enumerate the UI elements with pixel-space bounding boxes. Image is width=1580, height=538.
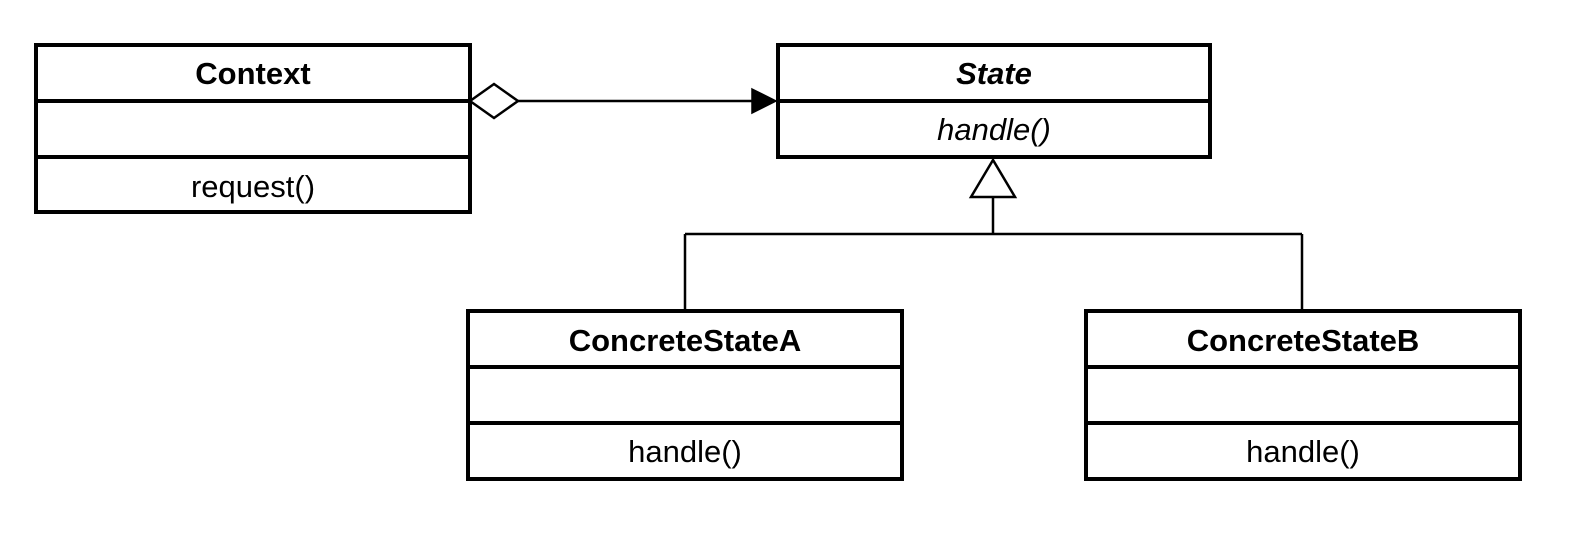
concrete-state-b-operation: handle() — [1246, 434, 1360, 469]
state-class-name: State — [956, 56, 1032, 91]
context-class[interactable]: Context request() — [34, 43, 472, 214]
generalization-triangle-icon — [968, 157, 1018, 199]
state-operation: handle() — [937, 112, 1051, 147]
context-class-name: Context — [195, 56, 310, 91]
concrete-state-a-operation: handle() — [628, 434, 742, 469]
generalization-connector[interactable] — [683, 157, 1304, 309]
context-operation: request() — [191, 169, 315, 204]
aggregation-diamond-icon — [467, 82, 521, 120]
aggregation-connector[interactable] — [467, 82, 778, 120]
concrete-state-a-name: ConcreteStateA — [569, 323, 802, 358]
concrete-state-b-name: ConcreteStateB — [1187, 323, 1420, 358]
context-class-border — [34, 43, 472, 214]
concrete-state-b-class[interactable]: ConcreteStateB handle() — [1084, 309, 1522, 481]
concrete-state-a-border — [466, 309, 904, 481]
state-class[interactable]: State handle() — [776, 43, 1212, 159]
concrete-state-a-class[interactable]: ConcreteStateA handle() — [466, 309, 904, 481]
concrete-state-b-border — [1084, 309, 1522, 481]
navigation-arrowhead-icon — [751, 87, 778, 115]
